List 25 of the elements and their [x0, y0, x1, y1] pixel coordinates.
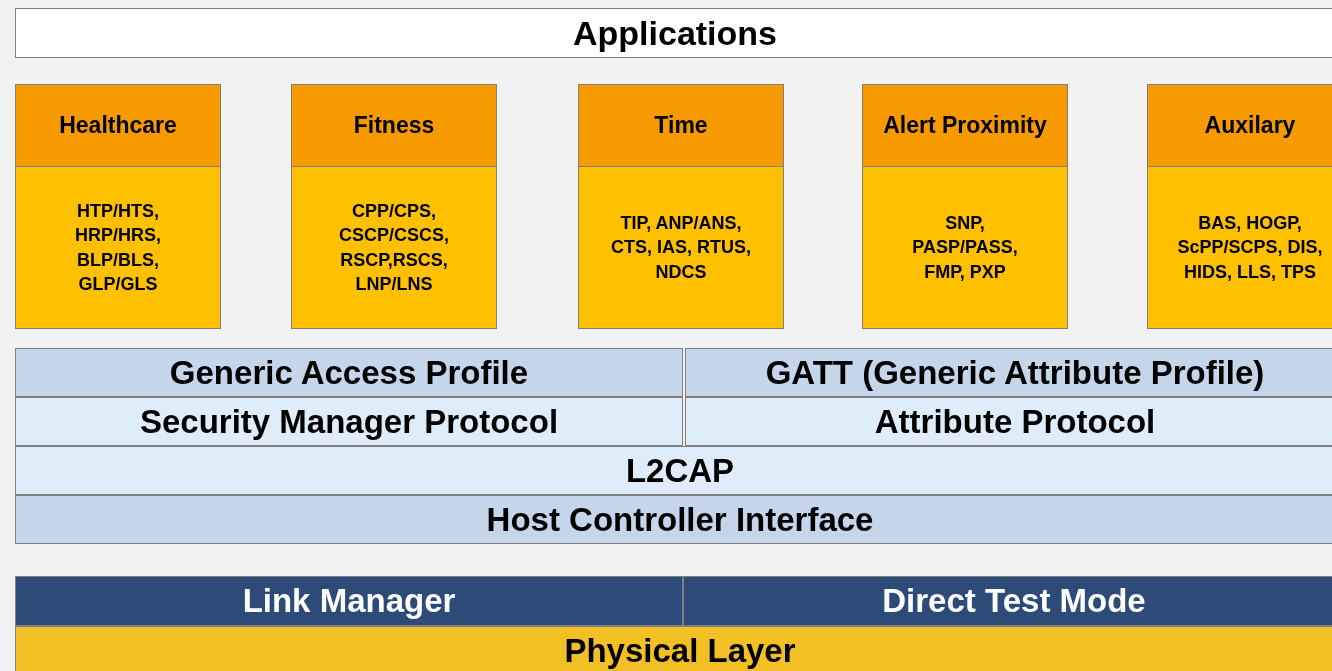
profile-list: TIP, ANP/ANS, CTS, IAS, RTUS, NDCS [606, 211, 756, 284]
layer-box: Direct Test Mode [683, 576, 1332, 626]
application-card [291, 84, 497, 329]
profile-list: BAS, HOGP, ScPP/SCPS, DIS, HIDS, LLS, TPS [1175, 211, 1325, 284]
layer-box: Generic Access Profile [15, 348, 683, 397]
layer-box: L2CAP [15, 446, 1332, 495]
layer-box: Host Controller Interface [15, 495, 1332, 544]
layer-box: Physical Layer [15, 626, 1332, 671]
layer-box: Attribute Protocol [685, 397, 1332, 446]
application-card [578, 84, 784, 329]
card-header: Healthcare [16, 85, 220, 167]
profile-list: CPP/CPS, CSCP/CSCS, RSCP,RSCS, LNP/LNS [319, 198, 469, 297]
card-header: Time [579, 85, 783, 167]
card-header: Auxilary [1148, 85, 1332, 167]
profile-list: HTP/HTS, HRP/HRS, BLP/BLS, GLP/GLS [43, 198, 193, 297]
layer-box: Link Manager [15, 576, 683, 626]
layer-box: Security Manager Protocol [15, 397, 683, 446]
card-header: Alert Proximity [863, 85, 1067, 167]
profile-list: SNP, PASP/PASS, FMP, PXP [890, 211, 1040, 284]
applications-bar: Applications [15, 8, 1332, 58]
card-header: Fitness [292, 85, 496, 167]
application-card [862, 84, 1068, 329]
application-card [15, 84, 221, 329]
layer-box: GATT (Generic Attribute Profile) [685, 348, 1332, 397]
application-card [1147, 84, 1332, 329]
